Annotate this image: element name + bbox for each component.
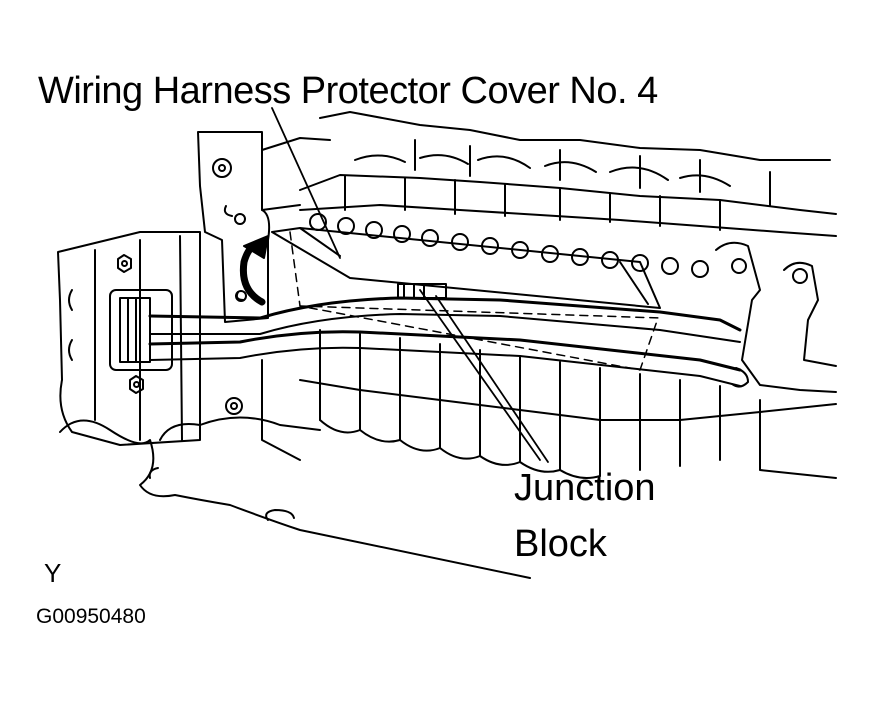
junction-block bbox=[397, 283, 447, 299]
harness-end-clip bbox=[731, 367, 749, 388]
cover-callout-label: Wiring Harness Protector Cover No. 4 bbox=[38, 70, 658, 112]
alignment-box bbox=[289, 231, 659, 371]
leader-line-junction-2 bbox=[435, 295, 549, 463]
left-end-plate-inner bbox=[94, 235, 183, 441]
leader-line-junction-1 bbox=[419, 289, 541, 461]
hex-bolt-icon bbox=[129, 375, 144, 394]
right-bracket-hole bbox=[731, 258, 747, 274]
lower-cells-mid bbox=[299, 379, 837, 421]
bracket-hole-2 bbox=[235, 290, 247, 302]
floor-outline-2 bbox=[159, 416, 321, 441]
harness-connector bbox=[109, 289, 173, 371]
hex-bolt-icon bbox=[117, 254, 132, 273]
left-end-plate bbox=[57, 231, 201, 446]
module-top-edge bbox=[319, 111, 831, 161]
junction-block-callout: Junction Block bbox=[514, 460, 656, 572]
module-cells-top bbox=[299, 174, 837, 215]
connector-lines bbox=[127, 297, 137, 363]
lower-cells-bottoms bbox=[319, 419, 601, 479]
right-bracket-2 bbox=[783, 261, 837, 367]
leader-line-cover bbox=[271, 107, 341, 259]
harness-tube-lower-inner bbox=[149, 346, 741, 387]
bracket-hole bbox=[234, 213, 246, 225]
floor-hole bbox=[265, 509, 295, 521]
right-bracket-hole-2 bbox=[792, 268, 808, 284]
harness-tube-upper-inner bbox=[149, 313, 741, 343]
hex-bolt-icon bbox=[212, 158, 232, 178]
cell-dividers bbox=[344, 175, 721, 231]
hex-bolt-icon bbox=[225, 397, 243, 415]
view-indicator: Y bbox=[44, 558, 62, 588]
harness-tube-lower bbox=[148, 330, 742, 372]
module-cells-row bbox=[299, 204, 837, 237]
cell-top-shadows bbox=[414, 139, 771, 207]
vertical-bracket bbox=[197, 131, 271, 323]
curved-arrow-icon bbox=[239, 235, 269, 306]
harness-tube-upper bbox=[148, 296, 742, 332]
lower-cells-top bbox=[319, 329, 721, 477]
junction-label-line2: Block bbox=[514, 523, 607, 565]
protector-cover bbox=[271, 227, 661, 309]
lower-base bbox=[261, 359, 837, 479]
right-bracket bbox=[715, 241, 837, 393]
floor-outline bbox=[59, 419, 531, 579]
left-end-plate-bumps bbox=[68, 289, 73, 361]
module-back-edge bbox=[261, 137, 331, 211]
junction-label-line1: Junction bbox=[514, 467, 656, 509]
protector-cover-edge bbox=[299, 227, 649, 305]
alignment-box-top bbox=[299, 305, 661, 319]
cell-tops bbox=[354, 154, 731, 187]
figure-code: G00950480 bbox=[36, 605, 146, 628]
floor-hole-2 bbox=[148, 467, 159, 479]
terminal-row bbox=[309, 213, 709, 278]
